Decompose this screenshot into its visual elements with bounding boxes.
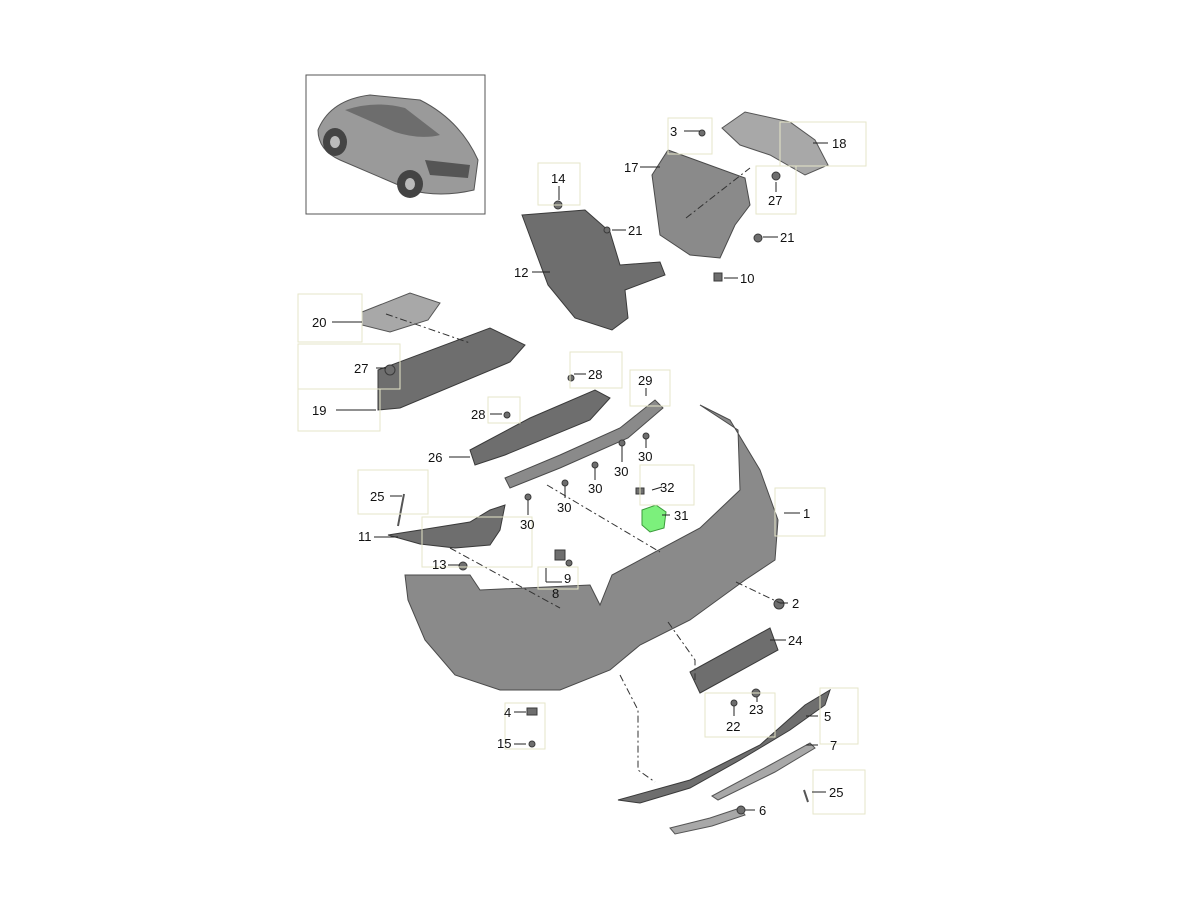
callout-7: 7 bbox=[830, 738, 837, 753]
callout-12: 12 bbox=[514, 265, 528, 280]
callout-3: 3 bbox=[670, 124, 677, 139]
callout-31: 31 bbox=[674, 508, 688, 523]
callout-27a: 27 bbox=[354, 361, 368, 376]
callout-labels: 1 2 3 4 5 6 7 8 9 10 11 12 13 14 15 17 1… bbox=[312, 124, 846, 818]
part-31-highlighted bbox=[641, 504, 667, 533]
callout-25a: 25 bbox=[370, 489, 384, 504]
callout-11: 11 bbox=[358, 529, 372, 544]
callout-25b: 25 bbox=[829, 785, 843, 800]
callout-9: 9 bbox=[564, 571, 571, 586]
callout-26: 26 bbox=[428, 450, 442, 465]
car-thumbnail bbox=[305, 74, 486, 215]
callout-4: 4 bbox=[504, 705, 511, 720]
callout-8: 8 bbox=[552, 586, 559, 601]
part-17-bracket bbox=[651, 149, 751, 259]
part-19-carrier bbox=[377, 327, 526, 411]
callout-22: 22 bbox=[726, 719, 740, 734]
part-18-bracket bbox=[721, 111, 829, 176]
callout-10: 10 bbox=[740, 271, 754, 286]
callout-19: 19 bbox=[312, 403, 326, 418]
callout-2: 2 bbox=[792, 596, 799, 611]
callout-17: 17 bbox=[624, 160, 638, 175]
callout-30c: 30 bbox=[588, 481, 602, 496]
part-11-bracket bbox=[387, 504, 506, 549]
callout-1: 1 bbox=[803, 506, 810, 521]
part-7-trim bbox=[711, 742, 816, 801]
callout-13: 13 bbox=[432, 557, 446, 572]
callout-21a: 21 bbox=[628, 223, 642, 238]
callout-32: 32 bbox=[660, 480, 674, 495]
callout-15: 15 bbox=[497, 736, 511, 751]
assembly-lines bbox=[385, 167, 781, 783]
label-frames bbox=[297, 117, 867, 815]
callout-21b: 21 bbox=[780, 230, 794, 245]
part-26-crossmember bbox=[469, 389, 611, 466]
callout-24: 24 bbox=[788, 633, 802, 648]
callout-30d: 30 bbox=[614, 464, 628, 479]
part-20-cover bbox=[361, 292, 441, 333]
callout-20: 20 bbox=[312, 315, 326, 330]
callout-28a: 28 bbox=[588, 367, 602, 382]
part-12-support bbox=[521, 209, 666, 331]
part-24-plate bbox=[689, 627, 779, 694]
callout-27b: 27 bbox=[768, 193, 782, 208]
callout-6: 6 bbox=[759, 803, 766, 818]
callout-14: 14 bbox=[551, 171, 565, 186]
part-5-diffuser bbox=[617, 688, 831, 804]
callout-5: 5 bbox=[824, 709, 831, 724]
part-29-strip bbox=[504, 399, 664, 489]
callout-30b: 30 bbox=[557, 500, 571, 515]
part-1-bumper-cover bbox=[404, 404, 779, 691]
callout-30a: 30 bbox=[520, 517, 534, 532]
callout-18: 18 bbox=[832, 136, 846, 151]
callout-30e: 30 bbox=[638, 449, 652, 464]
callout-29: 29 bbox=[638, 373, 652, 388]
part-6-trim bbox=[669, 807, 746, 835]
leader-lines bbox=[332, 130, 828, 811]
callout-23: 23 bbox=[749, 702, 763, 717]
callout-28b: 28 bbox=[471, 407, 485, 422]
parts bbox=[361, 111, 831, 835]
